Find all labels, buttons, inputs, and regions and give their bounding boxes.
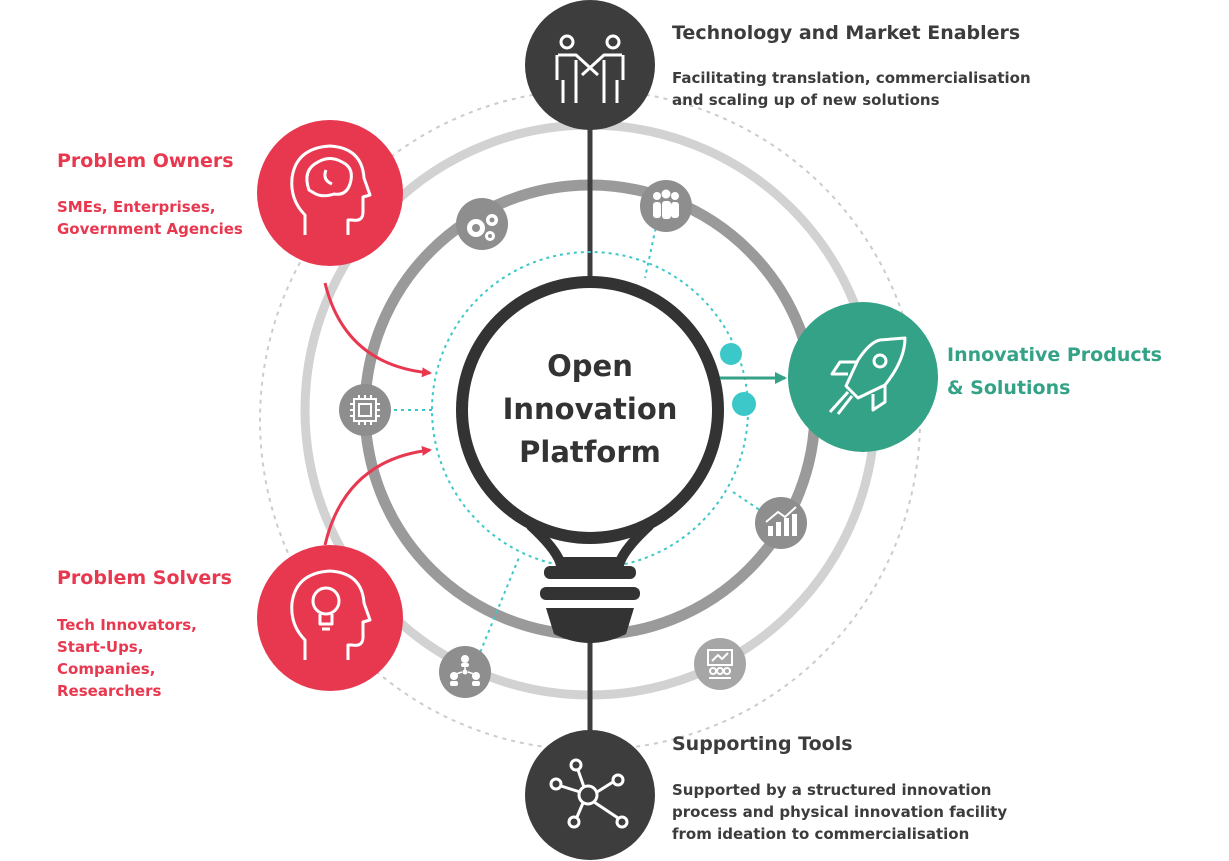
problem-owners-desc-line2: Government Agencies	[57, 220, 243, 238]
problem-solvers-title: Problem Solvers	[57, 567, 232, 589]
enablers-node	[525, 0, 655, 130]
orbit-icon-gears	[456, 198, 508, 250]
lightbulb	[456, 276, 724, 643]
supporting-desc: Supported by a structured innovation pro…	[672, 779, 1007, 845]
supporting-desc-line3: from ideation to commercialisation	[672, 825, 970, 843]
supporting-desc-line1: Supported by a structured innovation	[672, 781, 992, 799]
problem-solvers-desc-line2: Start-Ups,	[57, 638, 144, 656]
center-line2: Innovation	[502, 392, 678, 426]
orbit-icon-network	[439, 646, 491, 698]
orbit-icon-growth	[755, 497, 807, 549]
enablers-desc: Facilitating translation, commercialisat…	[672, 67, 1031, 111]
supporting-node	[525, 730, 655, 860]
supporting-title: Supporting Tools	[672, 733, 853, 755]
head-brain-icon	[290, 144, 372, 235]
people-network-icon	[450, 655, 480, 686]
center-title: Open Innovation Platform	[470, 345, 710, 474]
problem-solvers-desc-line4: Researchers	[57, 682, 162, 700]
orbit-icon-group	[640, 180, 692, 232]
problem-owners-desc-line1: SMEs, Enterprises,	[57, 198, 216, 216]
enablers-desc-line2: and scaling up of new solutions	[672, 91, 940, 109]
gears-icon	[467, 214, 498, 241]
owners-arrow	[323, 282, 432, 378]
supporting-desc-line2: process and physical innovation facility	[672, 803, 1008, 821]
problem-owners-node	[257, 120, 403, 266]
group-people-icon	[653, 189, 679, 219]
outputs-title-line1: Innovative Products	[947, 344, 1162, 366]
solvers-arrow	[323, 445, 432, 546]
problem-solvers-desc: Tech Innovators, Start-Ups, Companies, R…	[57, 614, 197, 702]
problem-solvers-desc-line1: Tech Innovators,	[57, 616, 197, 634]
orbit-icon-chip	[339, 384, 391, 436]
outputs-node	[788, 302, 938, 452]
problem-owners-title: Problem Owners	[57, 150, 234, 172]
problem-solvers-node	[257, 545, 403, 691]
network-node-icon	[549, 758, 629, 829]
center-line3: Platform	[519, 435, 661, 469]
rocket-icon	[828, 336, 907, 415]
outputs-title-line2: & Solutions	[947, 377, 1071, 399]
center-line1: Open	[547, 349, 633, 383]
presentation-icon	[707, 649, 733, 679]
handshake-people-icon	[555, 34, 625, 103]
teal-dot	[720, 343, 742, 365]
growth-chart-icon	[765, 506, 797, 536]
enablers-title: Technology and Market Enablers	[672, 22, 1021, 44]
teal-dot	[732, 392, 756, 416]
problem-owners-desc: SMEs, Enterprises, Government Agencies	[57, 196, 243, 240]
chip-icon	[350, 395, 380, 425]
outputs-title: Innovative Products & Solutions	[947, 339, 1162, 405]
problem-solvers-desc-line3: Companies,	[57, 660, 156, 678]
head-lightbulb-icon	[290, 569, 372, 660]
orbit-icon-presentation	[694, 638, 746, 690]
enablers-desc-line1: Facilitating translation, commercialisat…	[672, 69, 1031, 87]
